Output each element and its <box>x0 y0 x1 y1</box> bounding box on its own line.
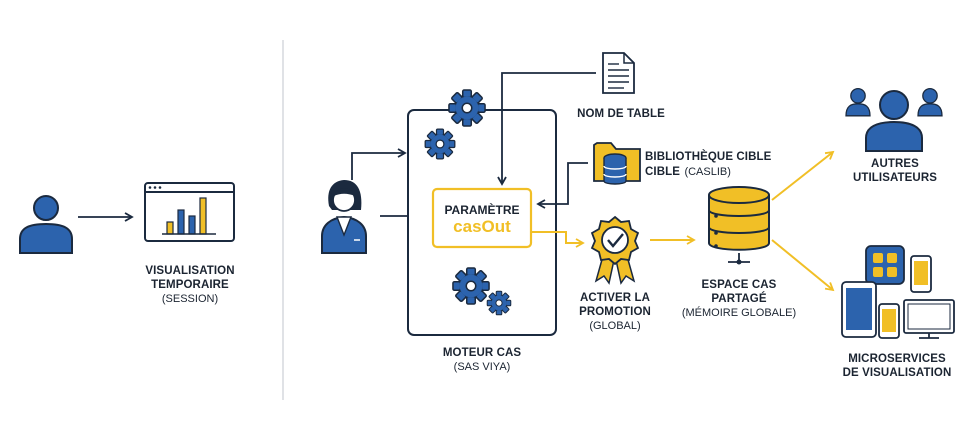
database-server-icon <box>708 186 770 265</box>
shared-line2: PARTAGÉ <box>711 293 767 305</box>
shared-line1: ESPACE CAS <box>701 279 777 291</box>
engine-caption-line2: (SAS VIYA) <box>453 361 511 373</box>
user-group-icon <box>845 87 943 152</box>
others-line2: UTILISATEURS <box>852 172 938 184</box>
caslib-line2-normal: (CASLIB) <box>684 166 731 178</box>
folder-database-icon <box>593 142 641 185</box>
devices-icon <box>841 245 955 339</box>
casout-parameter-label: PARAMÈTRE casOut <box>433 203 531 237</box>
visualisation-line1: VISUALISATION <box>145 265 235 277</box>
promotion-label: ACTIVER LA PROMOTION (GLOBAL) <box>565 291 665 333</box>
other-users-label: AUTRES UTILISATEURS <box>840 157 950 185</box>
promotion-line3: (GLOBAL) <box>589 320 641 332</box>
microservices-line1: MICROSERVICES <box>848 353 946 365</box>
gear-icon <box>424 128 456 160</box>
arrow-shared-to-microservices <box>771 239 835 292</box>
engine-caption-line1: MOTEUR CAS <box>442 347 522 359</box>
caslib-line1: BIBLIOTHÈQUE CIBLE <box>645 151 772 163</box>
visualisation-label: VISUALISATION TEMPORAIRE (SESSION) <box>130 264 250 306</box>
businesswoman-icon <box>321 180 367 254</box>
document-icon <box>602 52 635 94</box>
arrow-casout-to-promotion <box>531 231 585 248</box>
visualisation-line3: (SESSION) <box>161 293 219 305</box>
microservices-label: MICROSERVICES DE VISUALISATION <box>830 352 964 380</box>
casout-parameter-box <box>431 187 533 249</box>
cas-engine-caption: MOTEUR CAS (SAS VIYA) <box>412 346 552 374</box>
shared-space-label: ESPACE CAS PARTAGÉ (MÉMOIRE GLOBALE) <box>673 278 805 320</box>
param-line1: PARAMÈTRE <box>444 203 520 217</box>
user-icon <box>19 195 73 254</box>
dashboard-chart-icon <box>144 182 235 242</box>
promotion-line1: ACTIVER LA <box>580 292 650 304</box>
badge-checkmark-icon <box>590 215 640 285</box>
gear-icon <box>486 290 512 316</box>
others-line1: AUTRES <box>871 158 919 170</box>
gear-icon <box>448 89 486 127</box>
table-name-text: NOM DE TABLE <box>577 108 665 120</box>
visualisation-line2: TEMPORAIRE <box>151 279 229 291</box>
param-line2: casOut <box>453 217 511 236</box>
caslib-line2-bold: CIBLE <box>645 166 680 178</box>
arrow-woman-to-engine-top <box>351 148 407 180</box>
microservices-line2: DE VISUALISATION <box>842 367 952 379</box>
table-name-label: NOM DE TABLE <box>566 107 676 121</box>
caslib-label: BIBLIOTHÈQUE CIBLE CIBLE (CASLIB) <box>645 150 780 179</box>
arrow-shared-to-users <box>771 150 835 201</box>
shared-line3: (MÉMOIRE GLOBALE) <box>681 307 797 319</box>
promotion-line2: PROMOTION <box>579 306 651 318</box>
gear-icon <box>452 267 490 305</box>
arrow-table-name-to-casout <box>497 72 596 186</box>
arrow-caslib-to-casout <box>536 162 588 209</box>
